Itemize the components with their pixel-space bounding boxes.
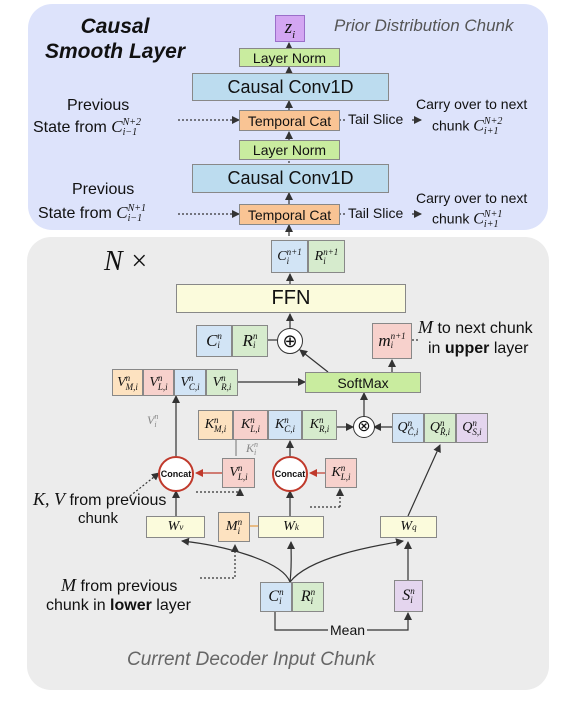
causal-conv-top: Causal Conv1D <box>192 73 389 101</box>
concat-k: Concat <box>272 456 308 492</box>
ffn-box: FFN <box>176 284 406 313</box>
mean-label: Mean <box>328 622 368 638</box>
tail-slice-bottom: Tail Slice <box>348 205 404 221</box>
layer-norm-bottom: Layer Norm <box>239 140 340 160</box>
kv-chunk: chunk <box>78 510 119 527</box>
residual-add-op: ⊕ <box>277 328 303 354</box>
m-to-next-chunk: M to next chunk <box>418 317 533 337</box>
kv-from-previous: K, V from previous <box>33 489 167 509</box>
causal-conv-bottom: Causal Conv1D <box>192 164 389 193</box>
layer-norm-top: Layer Norm <box>239 48 340 67</box>
tail-slice-top: Tail Slice <box>348 111 404 127</box>
temporal-cat-top: Temporal Cat <box>239 110 340 131</box>
softmax-box: SoftMax <box>305 372 421 393</box>
panel-title: Causal Smooth Layer <box>44 15 186 64</box>
carry-over-top: Carry over to next <box>416 96 528 112</box>
temporal-cat-bottom: Temporal Cat <box>239 204 340 225</box>
repeat-label: N × <box>104 246 149 277</box>
previous-state-bottom-word: Previous <box>72 181 135 198</box>
footer-label: Current Decoder Input Chunk <box>127 649 376 670</box>
previous-state-top-word: Previous <box>67 97 130 114</box>
prior-chunk-label: Prior Distribution Chunk <box>334 16 514 35</box>
carry-over-bottom: Carry over to next <box>416 190 528 206</box>
z-output-box: zi <box>275 15 305 42</box>
concat-v: Concat <box>158 456 194 492</box>
m-from-previous: M from previous <box>61 575 178 595</box>
attention-multiply-op: ⊗ <box>353 416 375 438</box>
in-upper-layer: in upper layer <box>428 340 529 357</box>
m-chunk-in-lower-layer: chunk in lower layer <box>46 597 191 614</box>
